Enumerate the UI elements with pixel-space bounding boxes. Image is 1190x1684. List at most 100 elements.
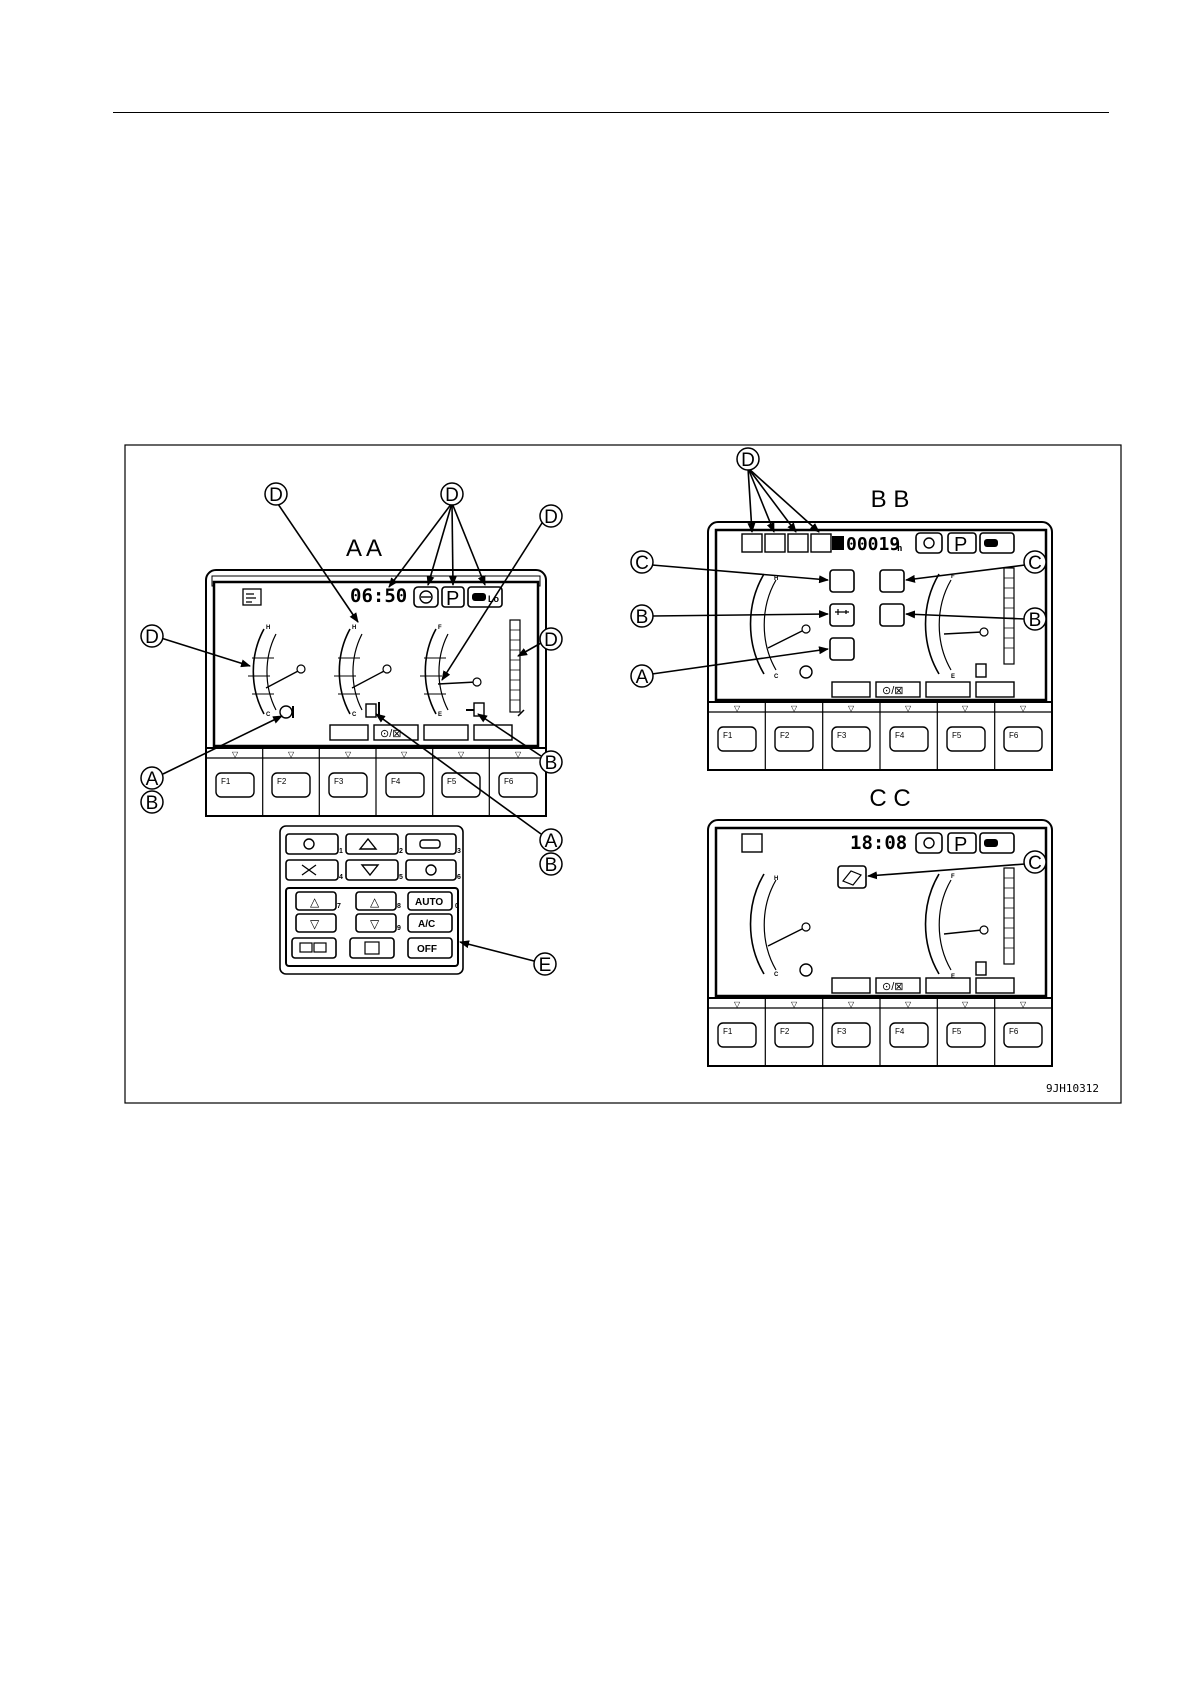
svg-text:F2: F2 (780, 1027, 790, 1036)
svg-text:A: A (146, 769, 159, 790)
svg-text:▽: ▽ (791, 1000, 798, 1009)
callout-d: D (540, 505, 562, 528)
callout-a: A (540, 829, 562, 852)
callout-e: E (534, 953, 556, 976)
svg-text:C: C (266, 712, 271, 718)
svg-text:F5: F5 (952, 1027, 962, 1036)
swing-lock-icon (811, 534, 831, 552)
svg-text:6: 6 (457, 874, 461, 881)
wiper-switch[interactable] (346, 860, 398, 880)
callout-d: D (441, 483, 463, 506)
svg-text:F2: F2 (780, 731, 790, 740)
menu-list-icon (976, 682, 1014, 697)
svg-text:▽: ▽ (962, 1000, 969, 1009)
clock-bar-icon (832, 536, 844, 550)
svg-text:8: 8 (397, 903, 401, 910)
svg-text:▽: ▽ (905, 1000, 912, 1009)
svg-text:B: B (1029, 610, 1042, 631)
svg-text:B: B (146, 793, 159, 814)
svg-text:▽: ▽ (401, 750, 408, 759)
svg-text:3: 3 (457, 848, 461, 855)
camera-menu-icon (832, 978, 870, 993)
svg-text:D: D (145, 627, 159, 648)
svg-text:▽: ▽ (791, 704, 798, 713)
svg-text:F6: F6 (1009, 731, 1019, 740)
switch-row-1: 1 2 3 (286, 834, 461, 855)
callout-b: B (540, 853, 562, 876)
switch-panel: 1 2 3 4 5 6 △ ▽ △ ▽ 7 8 9 (280, 826, 463, 974)
callout-a: A (141, 767, 163, 790)
svg-text:AUTO: AUTO (415, 897, 443, 908)
callout-d: D (265, 483, 287, 506)
engine-icon (916, 533, 942, 553)
callout-d: D (141, 625, 163, 648)
svg-text:E: E (951, 674, 955, 680)
svg-text:▽: ▽ (345, 750, 352, 759)
preheat-caution-icon (788, 534, 808, 552)
svg-text:▽: ▽ (734, 704, 741, 713)
caution-icons-bb (742, 534, 844, 552)
svg-text:F: F (951, 874, 955, 880)
svg-text:F5: F5 (952, 731, 962, 740)
engine-oil-level-icon (830, 570, 854, 592)
svg-text:F3: F3 (837, 1027, 847, 1036)
air-conditioner-panel: △ ▽ △ ▽ 7 8 9 0 AUTO A/C OFF (286, 888, 459, 966)
svg-text:▽: ▽ (370, 917, 380, 931)
travel-speed-switch[interactable] (406, 834, 456, 854)
monitor-aa: A A 06:50 P Lo H C (206, 535, 546, 816)
svg-text:P: P (954, 534, 967, 556)
camera-menu-icon (832, 682, 870, 697)
work-mode-icon (742, 834, 762, 852)
svg-text:0: 0 (455, 903, 459, 910)
wiper-caution-icon (765, 534, 785, 552)
svg-text:OFF: OFF (417, 944, 437, 955)
svg-text:2: 2 (399, 848, 403, 855)
window-washer-switch[interactable] (406, 860, 456, 880)
svg-text:F2: F2 (277, 777, 287, 786)
air-cleaner-icon (830, 638, 854, 660)
callout-b: B (631, 605, 653, 628)
svg-text:B: B (636, 607, 649, 628)
svg-text:F4: F4 (391, 777, 401, 786)
svg-text:C: C (635, 553, 649, 574)
svg-text:C: C (352, 712, 357, 718)
charge-level-icon (830, 604, 854, 626)
svg-text:⊙/⊠: ⊙/⊠ (882, 981, 904, 993)
maintenance-menu-icon (424, 725, 468, 740)
svg-text:H: H (774, 576, 778, 582)
svg-text:C: C (774, 674, 779, 680)
svg-text:D: D (741, 450, 755, 471)
svg-text:▽: ▽ (515, 750, 522, 759)
svg-text:A: A (636, 667, 649, 688)
callout-a: A (631, 665, 653, 688)
svg-text:B: B (545, 855, 558, 876)
callout-d: D (540, 628, 562, 651)
figure-code: 9JH10312 (1046, 1082, 1099, 1095)
svg-text:5: 5 (399, 874, 403, 881)
buzzer-cancel-switch[interactable] (286, 860, 338, 880)
auto-decel-switch[interactable] (286, 834, 338, 854)
svg-text:F1: F1 (221, 777, 231, 786)
hour-meter-bb: 00019 (846, 534, 900, 555)
callout-c: C (1024, 851, 1046, 874)
vent-mode-switch[interactable] (350, 938, 394, 958)
svg-text:D: D (269, 485, 283, 506)
svg-text:B: B (545, 753, 558, 774)
svg-text:F5: F5 (447, 777, 457, 786)
svg-text:7: 7 (337, 903, 341, 910)
callout-c: C (1024, 551, 1046, 574)
svg-text:△: △ (310, 895, 320, 909)
svg-text:D: D (544, 507, 558, 528)
maintenance-menu-icon (926, 682, 970, 697)
svg-text:▽: ▽ (458, 750, 465, 759)
travel-speed-icon: Lo (468, 587, 502, 607)
svg-text:▽: ▽ (1020, 704, 1027, 713)
callout-c: C (631, 551, 653, 574)
clock-cc: 18:08 (850, 832, 907, 854)
svg-text:▽: ▽ (288, 750, 295, 759)
svg-text:A/C: A/C (418, 919, 435, 930)
svg-text:4: 4 (339, 874, 343, 881)
svg-text:F4: F4 (895, 1027, 905, 1036)
engine-icon (414, 587, 438, 607)
coolant-level-icon (880, 570, 904, 592)
